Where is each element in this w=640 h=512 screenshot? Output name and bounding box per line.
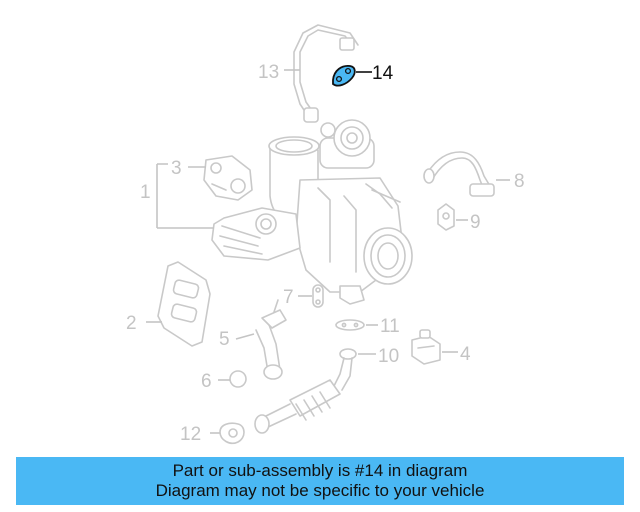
callout-14: 14 (372, 63, 394, 84)
part-9-gasket (437, 203, 455, 231)
part-14-gasket[interactable] (332, 65, 356, 87)
callout-10: 10 (378, 346, 399, 367)
callout-6: 6 (201, 371, 212, 392)
part-10-pipe-fitting (333, 348, 357, 391)
part-8-return-pipe (423, 151, 495, 197)
part-2-gasket-plate (157, 261, 211, 347)
callout-3: 3 (171, 158, 182, 179)
callout-4: 4 (460, 344, 471, 365)
info-banner: Part or sub-assembly is #14 in diagram D… (16, 457, 624, 505)
part-6-o-ring (229, 370, 247, 388)
part-7-gasket (312, 284, 324, 308)
banner-line-part: Part or sub-assembly is #14 in diagram (172, 461, 468, 480)
callout-labels: 13 14 3 1 2 5 6 7 8 9 11 10 4 12 (126, 62, 525, 445)
part-11-gasket (335, 319, 365, 331)
callout-5: 5 (219, 329, 230, 350)
callout-7: 7 (283, 287, 294, 308)
parts-diagram: 13 14 3 1 2 5 6 7 8 9 11 10 4 12 (126, 24, 525, 445)
callout-13: 13 (258, 62, 279, 83)
callout-9: 9 (470, 212, 481, 233)
part-4-sensor (411, 329, 441, 365)
egr-pipe-assembly (254, 379, 341, 434)
banner-line-disclaimer: Diagram may not be specific to your vehi… (155, 481, 485, 500)
callout-1: 1 (140, 182, 151, 203)
part-13-oil-pipe (293, 24, 359, 123)
callout-12: 12 (180, 424, 201, 445)
part-12-gasket (219, 422, 245, 445)
part-5-coolant-pipe (255, 299, 287, 380)
part-3-housing (203, 155, 253, 201)
callout-11: 11 (380, 316, 400, 337)
callout-8: 8 (514, 171, 525, 192)
leader-lines (146, 69, 510, 434)
turbocharger-assembly (211, 119, 413, 305)
callout-2: 2 (126, 313, 137, 334)
